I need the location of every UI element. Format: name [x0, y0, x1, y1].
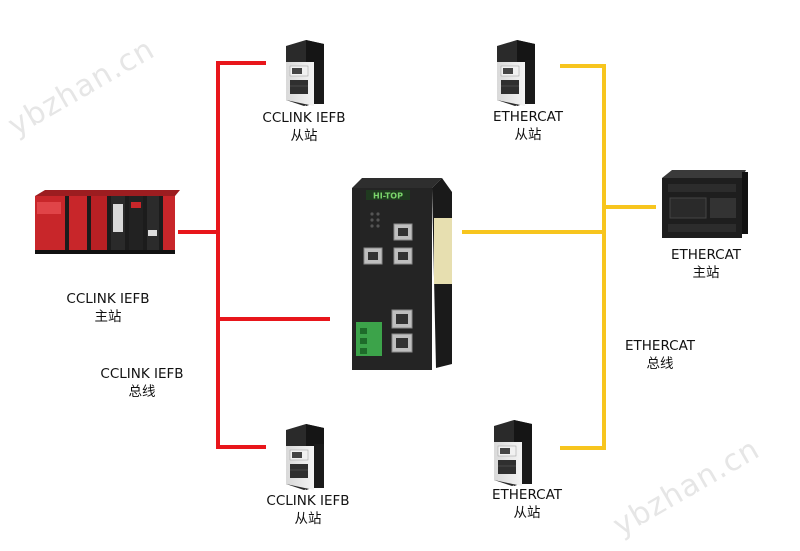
- cclink-bus-label: CCLINK IEFB 总线: [92, 365, 192, 401]
- ethercat-master-role: 主站: [692, 265, 720, 281]
- ethercat-bus-name: ETHERCAT: [624, 338, 696, 354]
- cclink-bus-name: CCLINK IEFB: [100, 366, 184, 382]
- ethercat-slave-bottom-device-icon: [493, 419, 533, 487]
- ethercat-slave-top-device-icon: [496, 39, 536, 107]
- ethercat-slave-top-label: ETHERCAT 从站: [478, 108, 578, 144]
- ethercat-slave-bottom-role: 从站: [513, 505, 541, 521]
- ethercat-slave-bottom-name: ETHERCAT: [491, 487, 563, 503]
- cclink-master-name: CCLINK IEFB: [66, 291, 150, 307]
- cclink-master-role: 主站: [94, 309, 122, 325]
- cclink-slave-bottom-label: CCLINK IEFB 从站: [260, 492, 356, 528]
- ethercat-slave-bottom-label: ETHERCAT 从站: [477, 486, 577, 522]
- cclink-bus: [178, 61, 330, 449]
- ethercat-master-name: ETHERCAT: [670, 247, 742, 263]
- cclink-slave-top-name: CCLINK IEFB: [262, 110, 346, 126]
- cclink-slave-top-device-icon: [285, 39, 325, 107]
- gateway-brand-label: HI-TOP: [373, 192, 403, 201]
- cclink-slave-top-label: CCLINK IEFB 从站: [258, 109, 350, 145]
- ethercat-bus-role: 总线: [646, 356, 674, 372]
- cclink-bus-role: 总线: [128, 384, 156, 400]
- cclink-slave-bottom-device-icon: [285, 423, 325, 491]
- ethercat-bus: [462, 64, 656, 450]
- cclink-slave-bottom-role: 从站: [294, 511, 322, 527]
- cclink-slave-bottom-name: CCLINK IEFB: [266, 493, 350, 509]
- cclink-master-label: CCLINK IEFB 主站: [58, 290, 158, 326]
- cclink-master-plc-icon: [35, 190, 180, 254]
- ethercat-master-label: ETHERCAT 主站: [656, 246, 756, 282]
- ethercat-slave-top-name: ETHERCAT: [492, 109, 564, 125]
- ethercat-master-controller-icon: [662, 170, 748, 238]
- cclink-slave-top-role: 从站: [290, 128, 318, 144]
- ethercat-bus-label: ETHERCAT 总线: [610, 337, 710, 373]
- gateway-device: HI-TOP: [352, 178, 452, 370]
- ethercat-slave-top-role: 从站: [514, 127, 542, 143]
